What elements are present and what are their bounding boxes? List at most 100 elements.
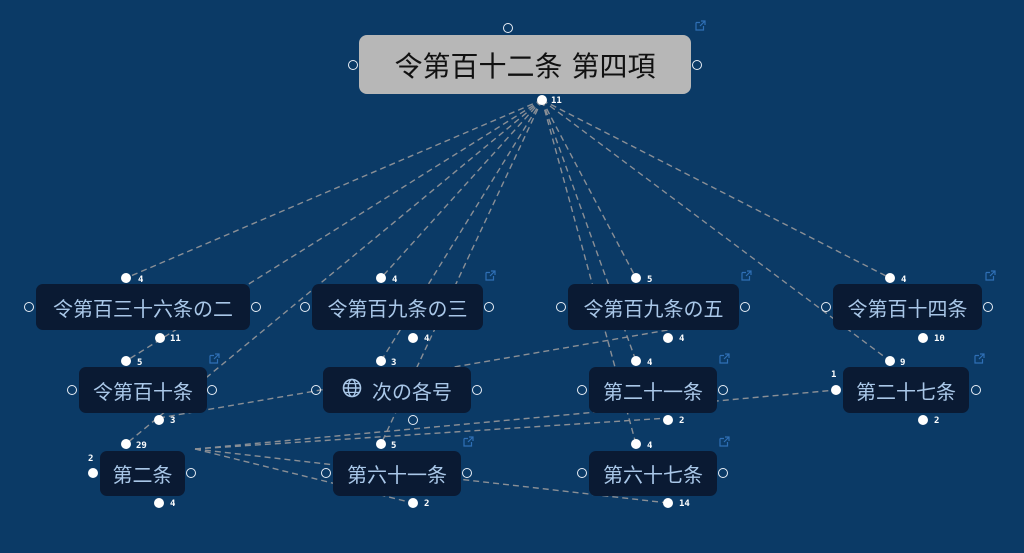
bottom-count: 10 [934,334,945,344]
node-label: 次の各号 [372,379,452,404]
port-top[interactable] [376,273,386,283]
left-count: 1 [831,370,837,380]
node-n110[interactable]: 令第百十条 [79,367,207,413]
port-right[interactable] [462,468,472,478]
port-left[interactable] [577,468,587,478]
port-right[interactable] [971,385,981,395]
node-n109-3[interactable]: 令第百九条の三 [312,284,483,330]
top-count: 4 [647,358,653,368]
edge-n110-n109_5 [158,329,669,419]
port-right[interactable] [718,468,728,478]
port-root-right[interactable] [692,60,702,70]
node-label: 第六十七条 [603,463,703,487]
node-n114[interactable]: 令第百十四条 [833,284,982,330]
port-right[interactable] [472,385,482,395]
external-link-icon[interactable] [695,20,706,31]
node-label: 令第百九条の五 [583,296,724,321]
external-link-icon[interactable] [985,270,996,281]
port-left[interactable] [321,468,331,478]
edge-root-n109_3 [380,99,543,279]
external-link-icon[interactable] [719,436,730,447]
port-right[interactable] [983,302,993,312]
external-link-icon[interactable] [463,436,474,447]
port-root-bottom[interactable] [537,95,547,105]
bottom-count: 4 [679,334,685,344]
port-top[interactable] [631,439,641,449]
globe-icon-svg [342,378,362,397]
port-bottom[interactable] [408,415,418,425]
port-left[interactable] [300,302,310,312]
edge-n2-n61 [194,448,414,504]
node-label: 第六十一条 [347,463,447,487]
port-top[interactable] [631,273,641,283]
top-count: 3 [391,358,397,368]
node-n2[interactable]: 第二条 [100,451,185,496]
port-bottom[interactable] [918,333,928,343]
port-bottom[interactable] [663,333,673,343]
external-link-icon[interactable] [209,353,220,364]
node-n61[interactable]: 第六十一条 [333,451,461,496]
top-count: 5 [137,358,143,368]
root-count: 11 [551,96,562,106]
node-label: 令第百十四条 [847,296,968,321]
port-left[interactable] [24,302,34,312]
port-bottom[interactable] [155,333,165,343]
port-left[interactable] [311,385,321,395]
port-bottom[interactable] [918,415,928,425]
port-bottom[interactable] [408,498,418,508]
port-right[interactable] [484,302,494,312]
node-n27[interactable]: 第二十七条 [843,367,969,413]
external-link-icon[interactable] [719,353,730,364]
port-bottom[interactable] [663,498,673,508]
bottom-count: 4 [424,334,430,344]
port-top[interactable] [885,356,895,366]
port-top[interactable] [376,356,386,366]
port-left[interactable] [577,385,587,395]
bottom-count: 11 [170,334,181,344]
external-link-icon[interactable] [974,353,985,364]
port-bottom[interactable] [154,415,164,425]
port-root-top[interactable] [503,23,513,33]
node-label: 令第百九条の三 [327,296,468,321]
port-top[interactable] [376,439,386,449]
bottom-count: 3 [170,416,176,426]
port-right[interactable] [186,468,196,478]
port-right[interactable] [740,302,750,312]
port-bottom[interactable] [663,415,673,425]
port-left[interactable] [831,385,841,395]
port-top[interactable] [121,273,131,283]
port-left[interactable] [821,302,831,312]
port-top[interactable] [631,356,641,366]
port-top[interactable] [885,273,895,283]
edge-n2-n21 [194,417,669,450]
external-link-icon[interactable] [741,270,752,281]
globe-icon [342,378,362,403]
port-top[interactable] [121,439,131,449]
edge-root-n110 [125,99,543,362]
external-link-icon[interactable] [485,270,496,281]
edge-root-n109_5 [541,99,637,279]
edge-n2-n27 [194,389,837,450]
port-bottom[interactable] [408,333,418,343]
node-n136[interactable]: 令第百三十六条の二 [36,284,250,330]
port-root-left[interactable] [348,60,358,70]
node-root[interactable]: 令第百十二条 第四項 [359,35,691,94]
node-label: 第二十一条 [603,379,703,404]
port-bottom[interactable] [154,498,164,508]
top-count: 4 [647,441,653,451]
port-left[interactable] [556,302,566,312]
top-count: 29 [136,441,147,451]
node-n67[interactable]: 第六十七条 [589,451,717,496]
port-left[interactable] [88,468,98,478]
node-n109-5[interactable]: 令第百九条の五 [568,284,739,330]
port-right[interactable] [718,385,728,395]
node-n21[interactable]: 第二十一条 [589,367,717,413]
port-left[interactable] [67,385,77,395]
port-right[interactable] [251,302,261,312]
bottom-count: 2 [424,499,430,509]
node-label: 令第百三十六条の二 [53,296,233,321]
node-list[interactable]: 次の各号 [323,367,471,413]
bottom-count: 2 [934,416,940,426]
port-right[interactable] [207,385,217,395]
port-top[interactable] [121,356,131,366]
